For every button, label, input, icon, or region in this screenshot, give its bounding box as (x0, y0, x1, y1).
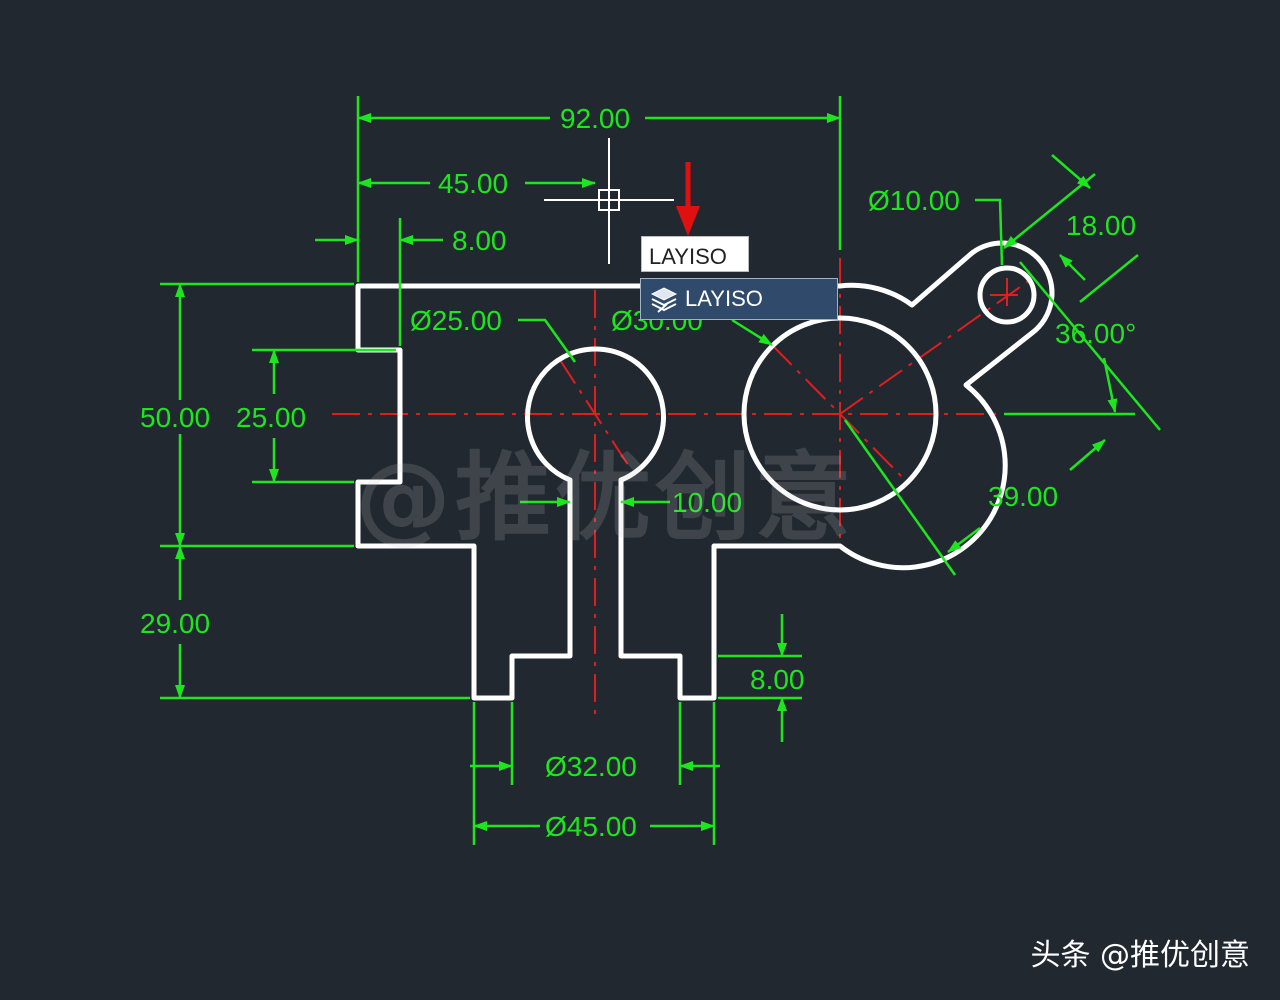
dim-angle: 36.00° (1055, 318, 1136, 349)
part-outline[interactable] (355, 240, 1055, 701)
dim-foot-height: 8.00 (750, 664, 805, 695)
layer-isolate-icon (647, 282, 681, 316)
dim-overall-width: 92.00 (560, 103, 630, 134)
footer-credit: 头条 @推优创意 (1030, 938, 1250, 973)
dim-to-center: 45.00 (438, 168, 508, 199)
dim-link-len: 18.00 (1066, 210, 1136, 241)
crosshair-cursor-icon (544, 138, 674, 264)
suggestion-label: LAYISO (685, 286, 763, 311)
command-input[interactable] (641, 236, 749, 272)
centerlines (332, 258, 1031, 722)
dim-slot-width: 10.00 (672, 487, 742, 518)
red-pointer-arrow-icon (676, 162, 700, 236)
dim-height-inner: 25.00 (236, 402, 306, 433)
dim-dia-small-arc: Ø25.00 (410, 305, 502, 336)
dim-dia-45: Ø45.00 (545, 811, 637, 842)
dim-dia-hole: Ø10.00 (868, 185, 960, 216)
dimension-texts: 92.00 45.00 8.00 Ø25.00 Ø30.00 Ø10.00 18… (140, 103, 1136, 842)
dimension-lines (160, 96, 1161, 845)
dim-dia-32: Ø32.00 (545, 751, 637, 782)
dim-height-lower: 29.00 (140, 608, 210, 639)
dim-arm-len: 39.00 (988, 481, 1058, 512)
dim-step: 8.00 (452, 225, 507, 256)
dim-height-total: 50.00 (140, 402, 210, 433)
autocomplete-suggestion[interactable]: LAYISO (640, 278, 838, 320)
